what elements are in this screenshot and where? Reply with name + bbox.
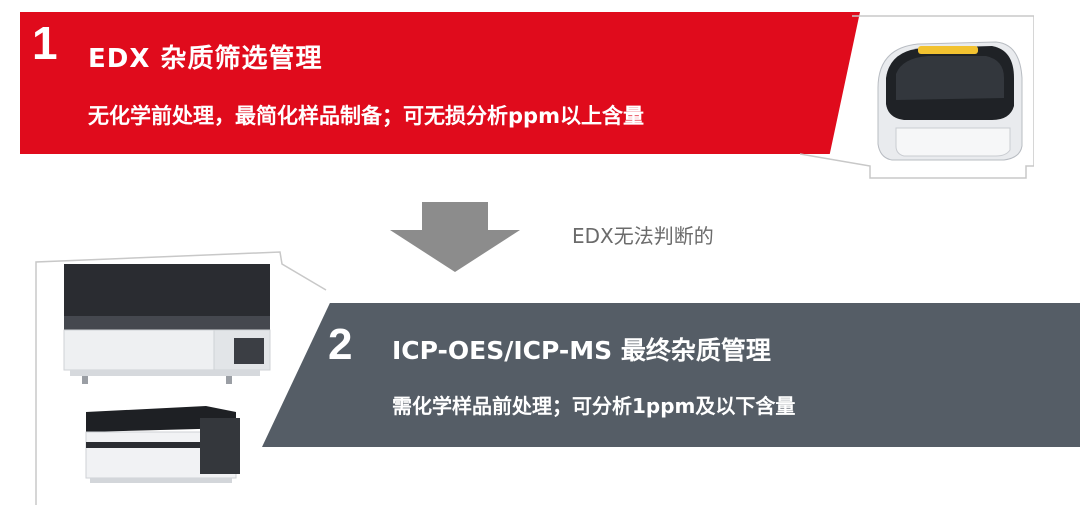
- step1-title: EDX 杂质筛选管理: [88, 44, 323, 74]
- icp-ms-instrument-image: [85, 406, 240, 483]
- icp-instruments-drawing: [35, 251, 327, 505]
- step2-description: 需化学样品前处理；可分析1ppm及以下含量: [392, 394, 796, 418]
- transition-note: EDX无法判断的: [572, 224, 714, 248]
- step2-number: 2: [328, 320, 353, 369]
- icp-instruments-image: [30, 250, 330, 505]
- step1-number: 1: [32, 17, 58, 69]
- step2-title: ICP-OES/ICP-MS 最终杂质管理: [392, 336, 771, 365]
- down-arrow-icon: [390, 202, 520, 272]
- edx-instrument-image: [799, 8, 1035, 180]
- edx-instrument-drawing: [799, 15, 1035, 179]
- step1-banner: [20, 12, 860, 154]
- icp-oes-instrument-image: [63, 264, 271, 384]
- step1-description: 无化学前处理，最简化样品制备；可无损分析ppm以上含量: [88, 104, 644, 128]
- step2-banner: [262, 303, 1080, 447]
